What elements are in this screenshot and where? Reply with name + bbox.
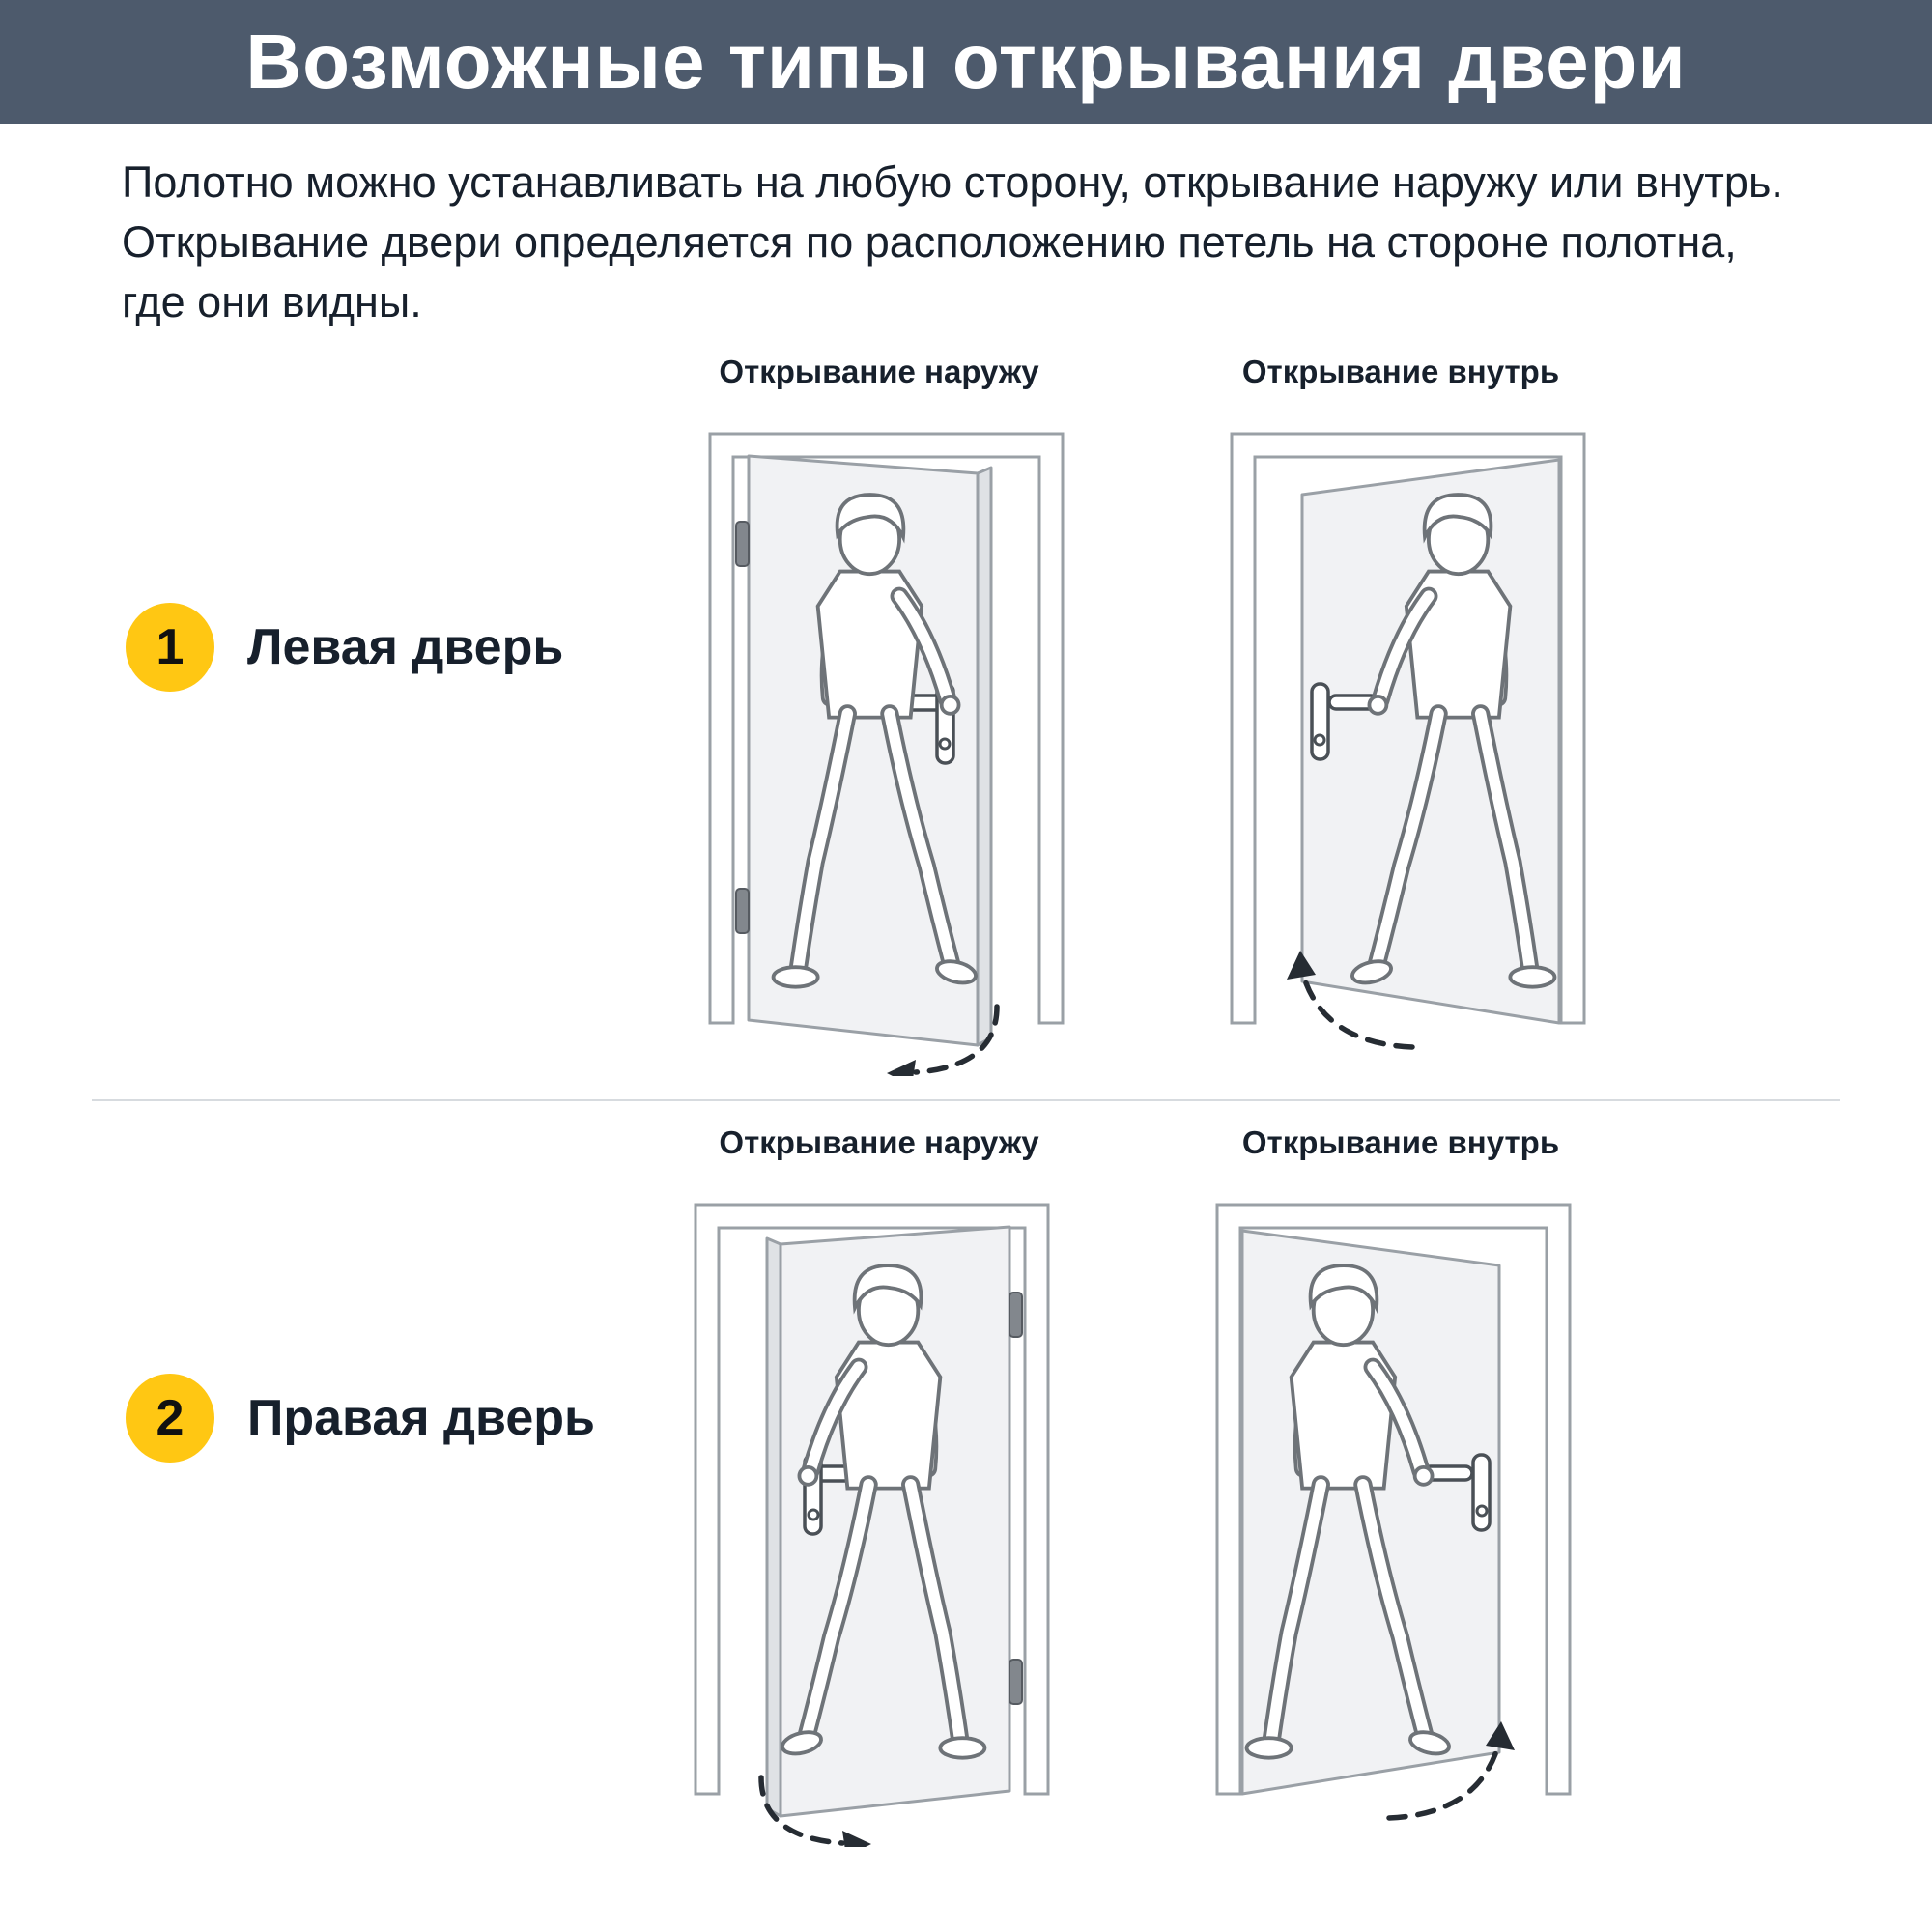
door-illustration-left-inward bbox=[1179, 400, 1623, 1076]
section-right-door: 2 Правая дверь Открывание наружу Открыва… bbox=[0, 1119, 1932, 1853]
scene-right-inward: Открывание внутрь bbox=[1179, 1124, 1623, 1847]
scene-caption: Открывание внутрь bbox=[1241, 1124, 1560, 1161]
door-illustration-right-inward bbox=[1179, 1171, 1623, 1847]
section-label-right: 2 Правая дверь bbox=[126, 1374, 595, 1463]
section-title-right-door: Правая дверь bbox=[247, 1390, 595, 1447]
page-title: Возможные типы открывания двери bbox=[245, 18, 1687, 104]
scenes-left-door: Открывание наружу Открывание внутрь bbox=[657, 354, 1623, 1076]
scene-caption: Открывание наружу bbox=[719, 354, 1039, 390]
number-badge-1-text: 1 bbox=[156, 619, 185, 676]
scene-caption: Открывание внутрь bbox=[1241, 354, 1560, 390]
header-bar: Возможные типы открывания двери bbox=[0, 0, 1932, 124]
scene-caption: Открывание наружу bbox=[719, 1124, 1039, 1161]
door-illustration-right-outward bbox=[657, 1171, 1101, 1847]
scene-right-outward: Открывание наружу bbox=[657, 1124, 1101, 1847]
section-divider bbox=[92, 1099, 1840, 1102]
section-title-left-door: Левая дверь bbox=[247, 619, 564, 676]
intro-text: Полотно можно устанавливать на любую сто… bbox=[122, 157, 1783, 327]
scene-left-outward: Открывание наружу bbox=[657, 354, 1101, 1076]
scenes-right-door: Открывание наружу Открывание внутрь bbox=[657, 1124, 1623, 1847]
number-badge-1: 1 bbox=[126, 603, 214, 693]
number-badge-2-text: 2 bbox=[156, 1390, 185, 1447]
scene-left-inward: Открывание внутрь bbox=[1179, 354, 1623, 1076]
section-left-door: 1 Левая дверь Открывание наружу Открыван… bbox=[0, 348, 1932, 1082]
section-label-left: 1 Левая дверь bbox=[126, 603, 589, 693]
number-badge-2: 2 bbox=[126, 1374, 214, 1463]
door-illustration-left-outward bbox=[657, 400, 1101, 1076]
